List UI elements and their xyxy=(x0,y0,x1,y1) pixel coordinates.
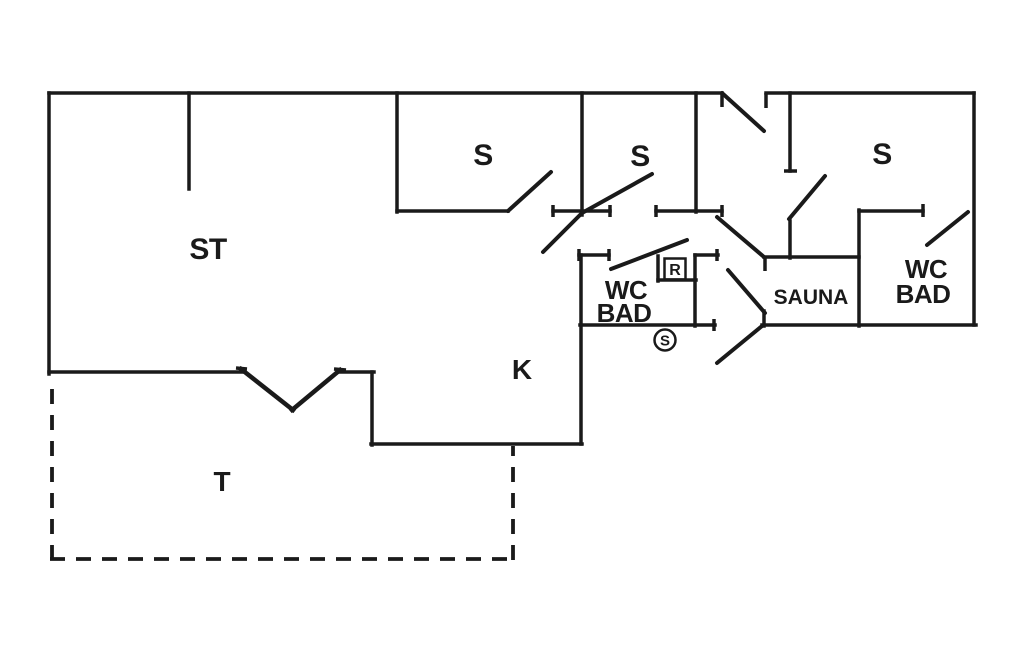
door-leaf-wc-right xyxy=(925,210,970,247)
room-label-wc-right-1: WC xyxy=(905,254,948,284)
room-label-sauna: SAUNA xyxy=(774,286,849,309)
door-leaf-s2 xyxy=(580,172,654,215)
door-leaf-corridor xyxy=(715,215,766,259)
room-label-wc-left-1: WC xyxy=(605,275,648,305)
boxed-r-icon xyxy=(663,257,687,281)
wall-bay-notch-right xyxy=(288,366,344,414)
wall-bay-notch-left xyxy=(237,365,297,414)
room-label-t: T xyxy=(213,466,230,497)
room-label-s2: S xyxy=(630,140,650,173)
door-leaf-sauna-outer xyxy=(715,324,764,365)
door-leaf-sauna-inner xyxy=(726,268,767,315)
room-label-wc-right-2: BAD xyxy=(896,279,951,309)
room-label-wc-left-2: BAD xyxy=(597,298,652,328)
room-label-s1: S xyxy=(473,139,493,172)
door-leaf-s3 xyxy=(787,174,827,221)
door-leaf-k xyxy=(541,211,584,254)
circled-s-letter: S xyxy=(660,333,670,350)
door-leaf-wc-left xyxy=(609,238,689,271)
terrace-dashed-outline xyxy=(50,389,515,561)
interior-walls xyxy=(187,91,925,328)
outer-walls xyxy=(47,91,978,447)
tick xyxy=(333,367,347,372)
fixture-symbols: R S xyxy=(653,257,687,352)
room-label-s3: S xyxy=(872,138,892,171)
room-label-k: K xyxy=(512,354,532,385)
door-leaf-entrance xyxy=(720,91,766,133)
door-leaves xyxy=(506,91,970,365)
door-jamb-ticks xyxy=(235,93,925,372)
room-label-st: ST xyxy=(189,233,227,266)
door-leaf-s1 xyxy=(506,170,553,213)
room-labels: ST S S S K T WC BAD SAUNA WC BAD xyxy=(189,138,951,497)
boxed-r-letter: R xyxy=(669,262,681,279)
circled-s-icon xyxy=(653,328,677,352)
tick xyxy=(235,366,248,371)
